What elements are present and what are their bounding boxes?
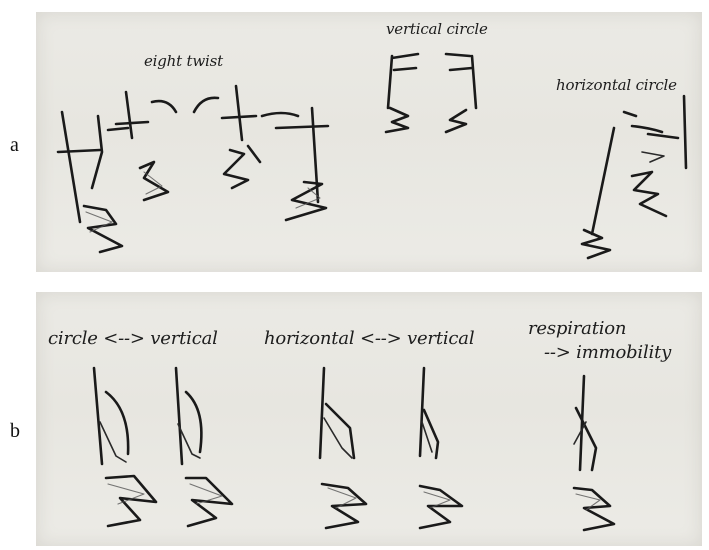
horizontal-vertical-figure-1 bbox=[320, 368, 366, 528]
circle-vertical-figure-2 bbox=[176, 368, 232, 526]
vertical-circle-figure-right bbox=[446, 54, 476, 132]
circle-vertical-figure-1 bbox=[94, 368, 156, 526]
panel-label-b: b bbox=[10, 420, 20, 443]
eight-twist-figure-3 bbox=[222, 86, 260, 188]
eight-twist-figure-4 bbox=[276, 108, 328, 220]
eight-twist-figure-2 bbox=[116, 92, 168, 200]
sketch-a bbox=[36, 12, 702, 272]
vertical-circle-figure-left bbox=[386, 54, 418, 132]
respiration-immobility-figure bbox=[574, 376, 614, 530]
eight-twist-figure-1 bbox=[58, 112, 122, 252]
panel-b: circle <--> vertical horizontal <--> ver… bbox=[36, 292, 702, 546]
panel-label-a: a bbox=[10, 134, 19, 157]
sketch-b: vertical, figure 1 --> vertical, figure … bbox=[36, 292, 702, 546]
horizontal-circle-figure bbox=[582, 96, 686, 258]
panel-a: eight twist vertical circle horizontal c… bbox=[36, 12, 702, 272]
horizontal-vertical-figure-2 bbox=[420, 368, 462, 528]
